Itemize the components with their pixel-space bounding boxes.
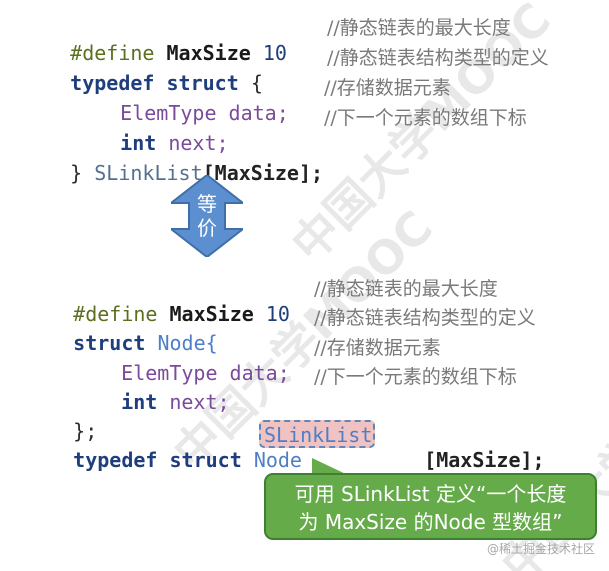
code-comment: //静态链表的最大长度 (314, 278, 498, 300)
field-name: data; (228, 101, 289, 125)
code-comment: //存储数据元素 (314, 337, 441, 359)
arrow-top-label: 等 (197, 192, 217, 216)
callout-line: 可用 SLinkList 定义“一个长度 (294, 482, 567, 506)
array-size: [MaxSize]; (202, 161, 324, 185)
macro-name: MaxSize (169, 302, 254, 326)
highlighted-type-alias: SLinkList (264, 423, 373, 447)
type-alias-name: SLinkList (94, 161, 203, 185)
code-line-suffix: [MaxSize]; (376, 424, 544, 472)
field-name: data; (229, 361, 290, 385)
close-brace: } (70, 161, 83, 185)
callout-line: 为 MaxSize 的Node 型数组” (298, 510, 563, 534)
highlighted-type-alias-box (259, 420, 375, 448)
arrow-bottom-label: 价 (197, 216, 217, 240)
struct-name: Node{ (157, 331, 218, 355)
code-comment: //静态链表的最大长度 (327, 17, 511, 39)
keyword-struct: struct (166, 71, 239, 95)
code-line: typedef struct Node (25, 424, 302, 472)
type-name: ElemType (120, 101, 217, 125)
field-name: next; (169, 390, 230, 414)
code-line: #define MaxSize 10 (22, 17, 287, 65)
keyword-int: int (120, 131, 157, 155)
keyword-int: int (121, 390, 158, 414)
keyword-typedef: typedef (70, 71, 155, 95)
equivalence-arrow: 等 价 (168, 173, 246, 259)
preprocessor-directive: #define (70, 41, 155, 65)
code-line: int next; (72, 107, 228, 155)
code-line: ElemType data; (73, 337, 290, 385)
preprocessor-directive: #define (73, 302, 158, 326)
keyword-struct: struct (169, 448, 242, 472)
code-comment: //下一个元素的数组下标 (314, 366, 517, 388)
open-brace: { (250, 71, 263, 95)
struct-name: Node (253, 448, 302, 472)
macro-value: 10 (262, 41, 287, 65)
code-line: } SLinkList[MaxSize]; (22, 137, 323, 185)
code-comment: //下一个元素的数组下标 (324, 107, 527, 129)
explanation-callout: 可用 SLinkList 定义“一个长度 为 MaxSize 的Node 型数组… (264, 473, 597, 540)
code-comment: //静态链表结构类型的定义 (314, 307, 536, 329)
code-line: #define MaxSize 10 (25, 278, 290, 326)
code-comment: //存储数据元素 (324, 77, 451, 99)
type-name: ElemType (121, 361, 218, 385)
keyword-struct: struct (73, 331, 146, 355)
macro-name: MaxSize (166, 41, 251, 65)
code-line: int next; (73, 366, 229, 414)
code-comment: //静态链表结构类型的定义 (327, 47, 549, 69)
array-size: [MaxSize]; (424, 448, 545, 472)
source-watermark: @稀土掘金技术社区 (486, 542, 595, 556)
code-line: struct Node{ (25, 307, 218, 355)
code-line: }; (25, 395, 97, 443)
keyword-typedef: typedef (73, 448, 158, 472)
callout-pointer (312, 458, 350, 476)
field-name: next; (168, 131, 229, 155)
close-brace: }; (73, 419, 98, 443)
code-line: ElemType data; (72, 77, 289, 125)
code-line: typedef struct { (22, 47, 263, 95)
macro-value: 10 (265, 302, 290, 326)
